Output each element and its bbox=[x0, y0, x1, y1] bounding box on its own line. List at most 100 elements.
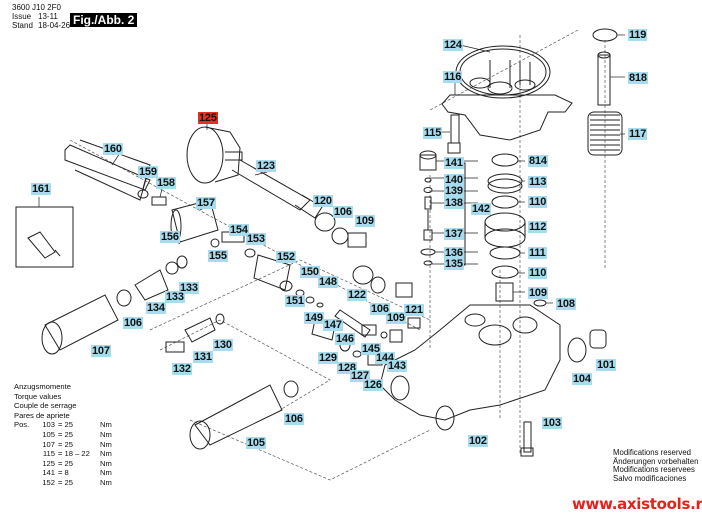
part-label-122: 122 bbox=[347, 289, 367, 301]
part-label-139: 139 bbox=[444, 185, 464, 197]
part-label-112: 112 bbox=[528, 221, 548, 233]
part-117-spring bbox=[587, 111, 623, 156]
part-145 bbox=[361, 324, 377, 336]
part-label-154: 154 bbox=[229, 224, 249, 236]
part-151 bbox=[279, 280, 293, 292]
part-label-142: 142 bbox=[471, 203, 491, 215]
part-label-106c: 106 bbox=[370, 303, 390, 315]
part-120 bbox=[314, 212, 336, 232]
part-106b bbox=[370, 276, 386, 294]
part-label-161: 161 bbox=[31, 183, 51, 195]
doc-number: 3600 J10 2F0 bbox=[12, 3, 61, 12]
part-106c bbox=[116, 289, 132, 307]
part-label-126: 126 bbox=[363, 379, 383, 391]
part-109b bbox=[495, 282, 514, 302]
torque-title-en: Torque values bbox=[14, 391, 62, 401]
part-label-136: 136 bbox=[444, 247, 464, 259]
modifications-notice: Modifications reserved Änderungen vorbeh… bbox=[613, 448, 699, 483]
part-141 bbox=[419, 150, 437, 171]
part-label-143: 143 bbox=[387, 360, 407, 372]
part-153 bbox=[244, 248, 256, 258]
part-115-bolt bbox=[447, 114, 461, 154]
part-103-bolt bbox=[520, 421, 534, 457]
part-101-plug bbox=[589, 329, 607, 349]
part-label-147: 147 bbox=[323, 319, 343, 331]
part-110b bbox=[491, 265, 519, 279]
part-140 bbox=[424, 177, 432, 183]
part-116-cover bbox=[441, 60, 573, 141]
part-136 bbox=[420, 248, 436, 256]
part-label-115: 115 bbox=[423, 127, 443, 139]
part-132-spring bbox=[165, 341, 185, 353]
leader-lines bbox=[38, 34, 625, 304]
part-label-101: 101 bbox=[596, 359, 616, 371]
part-124-oring bbox=[455, 45, 551, 99]
part-label-125-highlighted: 125 bbox=[198, 112, 218, 124]
part-144 bbox=[380, 331, 388, 339]
part-label-102: 102 bbox=[468, 435, 488, 447]
part-137 bbox=[423, 210, 433, 241]
part-label-133b: 133 bbox=[165, 291, 185, 303]
part-label-123: 123 bbox=[256, 160, 276, 172]
part-label-149: 149 bbox=[304, 312, 324, 324]
part-label-119: 119 bbox=[628, 29, 648, 41]
part-label-141: 141 bbox=[444, 157, 464, 169]
part-label-156: 156 bbox=[160, 231, 180, 243]
part-104 bbox=[567, 337, 587, 363]
stand-value: 18-04-26 bbox=[38, 21, 71, 30]
part-label-106: 106 bbox=[333, 206, 353, 218]
part-102-pump-body bbox=[379, 304, 561, 431]
part-label-129: 129 bbox=[318, 352, 338, 364]
part-label-134: 134 bbox=[146, 302, 166, 314]
part-label-152: 152 bbox=[276, 251, 296, 263]
part-label-153: 153 bbox=[246, 233, 266, 245]
part-label-113: 113 bbox=[528, 176, 548, 188]
part-label-132: 132 bbox=[172, 363, 192, 375]
part-131 bbox=[184, 317, 216, 343]
part-111 bbox=[489, 246, 521, 260]
part-label-109c: 109 bbox=[386, 312, 406, 324]
part-label-130: 130 bbox=[213, 339, 233, 351]
part-161-fitting bbox=[27, 231, 61, 259]
part-label-109: 109 bbox=[355, 215, 375, 227]
part-158-spring bbox=[151, 196, 167, 206]
part-label-146: 146 bbox=[335, 333, 355, 345]
part-label-140: 140 bbox=[444, 174, 464, 186]
part-label-148: 148 bbox=[318, 276, 338, 288]
part-label-109b: 109 bbox=[528, 287, 548, 299]
torque-title-es: Pares de apriete bbox=[14, 410, 70, 420]
part-105-fitting bbox=[189, 384, 283, 450]
part-label-107: 107 bbox=[91, 345, 111, 357]
part-label-157: 157 bbox=[196, 197, 216, 209]
part-139 bbox=[423, 187, 433, 193]
part-133a bbox=[165, 261, 179, 275]
part-127 bbox=[352, 350, 362, 358]
part-label-137: 137 bbox=[444, 228, 464, 240]
part-label-110: 110 bbox=[528, 196, 548, 208]
figure-label: Fig./Abb. 2 bbox=[70, 13, 138, 27]
part-107-fitting bbox=[41, 294, 119, 355]
part-label-814: 814 bbox=[528, 155, 548, 167]
part-814 bbox=[491, 153, 519, 167]
part-label-117: 117 bbox=[628, 128, 648, 140]
part-label-124: 124 bbox=[443, 39, 463, 51]
part-label-160: 160 bbox=[103, 143, 123, 155]
part-134 bbox=[134, 269, 169, 301]
part-125-housing bbox=[186, 126, 243, 184]
torque-values-table: Anzugsmomente Torque values Couple de se… bbox=[14, 382, 112, 488]
issue-value: 13-11 bbox=[38, 12, 58, 21]
part-148 bbox=[305, 296, 315, 304]
part-label-103: 103 bbox=[542, 417, 562, 429]
part-label-110b: 110 bbox=[528, 267, 548, 279]
part-155 bbox=[210, 238, 220, 248]
stand-label: Stand bbox=[12, 21, 33, 30]
part-label-104: 104 bbox=[572, 373, 592, 385]
torque-title-fr: Couple de serrage bbox=[14, 401, 77, 411]
